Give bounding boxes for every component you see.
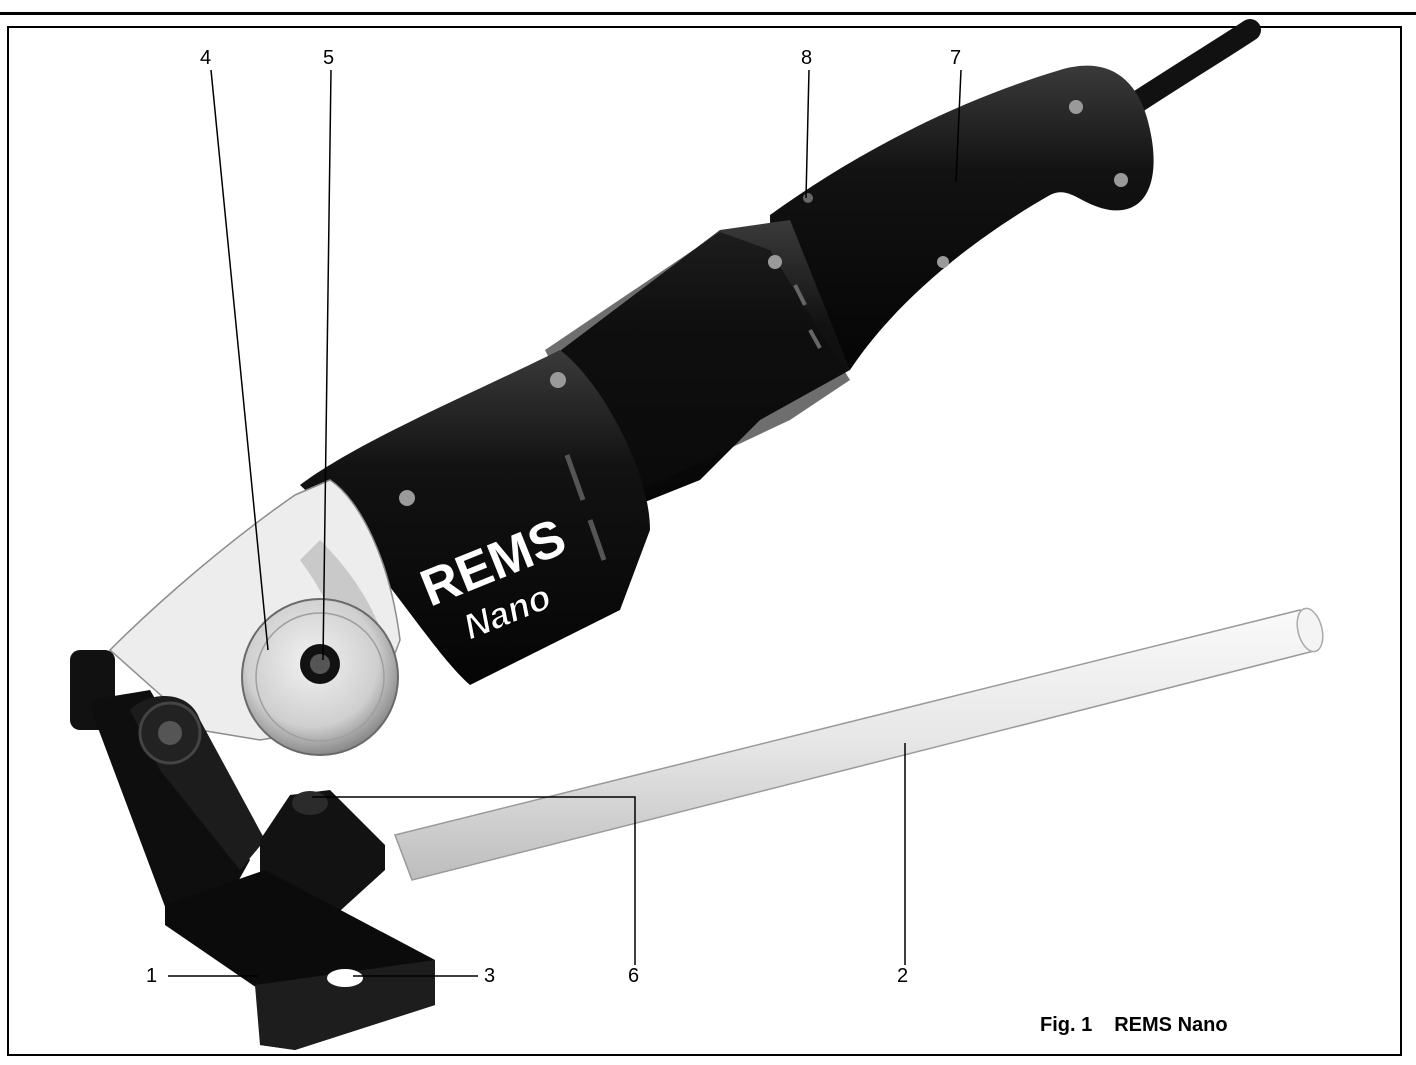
switch-icon (803, 193, 813, 203)
screw-icon (399, 490, 415, 506)
figure-frame (7, 26, 1402, 1056)
leader-lines (168, 69, 962, 977)
callout-5: 5 (323, 47, 335, 69)
saw-blade (241, 598, 399, 756)
handle (770, 65, 1154, 370)
caption-number: Fig. 1 (1040, 1014, 1093, 1036)
callout-2: 2 (897, 965, 909, 987)
callout-8: 8 (801, 47, 813, 69)
screw-icon (550, 372, 566, 388)
callout-1: 1 (146, 965, 158, 987)
callout-3: 3 (484, 965, 496, 987)
callout-7: 7 (950, 47, 962, 69)
caption-title: REMS Nano (1114, 1014, 1228, 1036)
mounting-hole-icon (327, 969, 363, 987)
callout-4: 4 (200, 47, 212, 69)
callout-6: 6 (628, 965, 640, 987)
screw-icon (1069, 100, 1083, 114)
pivot-icon (158, 721, 182, 745)
header-rule (0, 12, 1416, 15)
base-plate (165, 870, 435, 1050)
plastic-tube (394, 607, 1324, 881)
screw-icon (768, 255, 782, 269)
figure-caption: Fig. 1 REMS Nano (1040, 1014, 1228, 1037)
front-housing: REMS Nano (300, 350, 650, 685)
screw-icon (937, 256, 949, 268)
screw-icon (1114, 173, 1128, 187)
